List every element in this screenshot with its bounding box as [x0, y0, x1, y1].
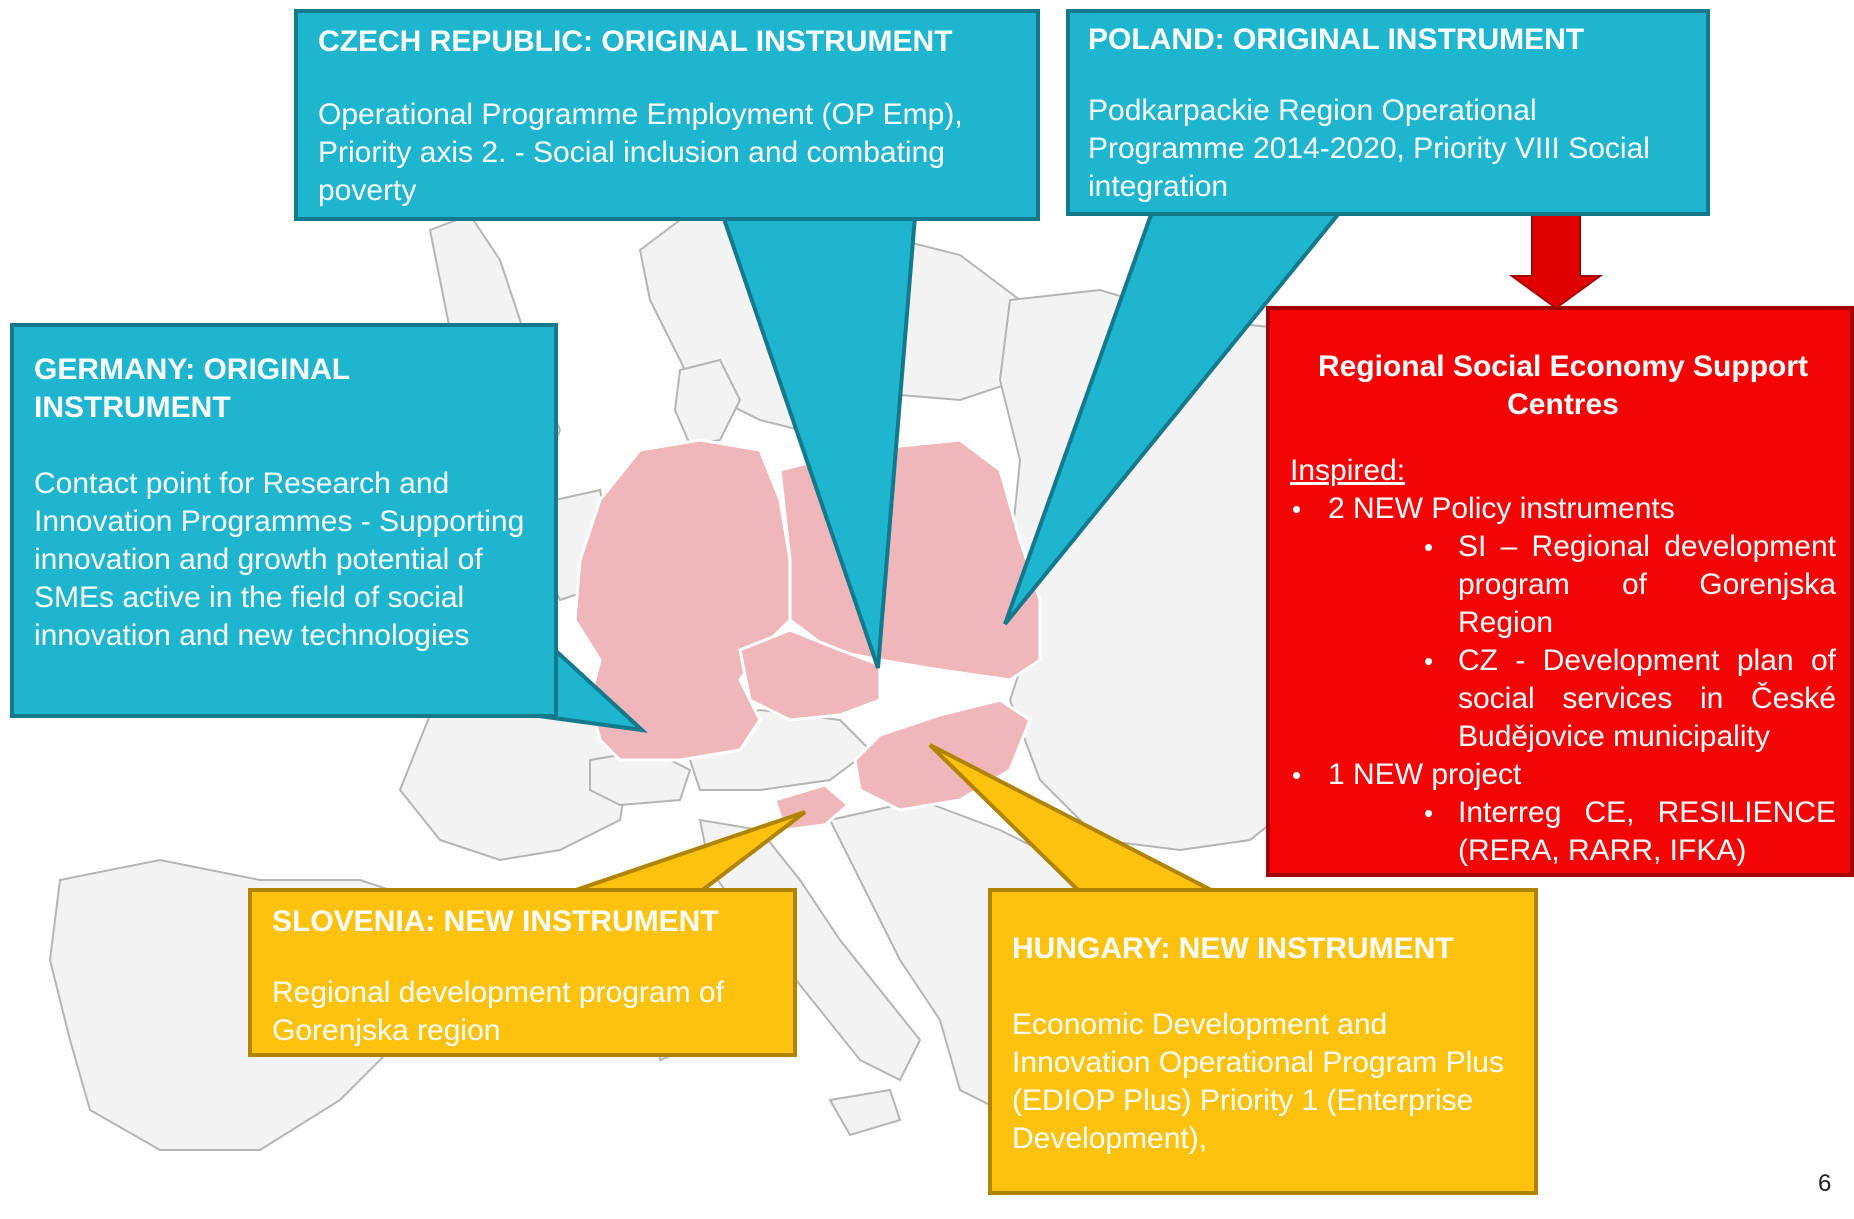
- hungary-title: HUNGARY: NEW INSTRUMENT: [1012, 932, 1454, 965]
- slovenia-callout: SLOVENIA: NEW INSTRUMENT Regional develo…: [248, 888, 797, 1057]
- hungary-callout: HUNGARY: NEW INSTRUMENT Economic Develop…: [988, 888, 1538, 1195]
- down-arrow: [1508, 211, 1604, 310]
- result-sublist: SI – Regional development program of Gor…: [1328, 528, 1836, 756]
- czech-callout: CZECH REPUBLIC: ORIGINAL INSTRUMENT Oper…: [294, 9, 1040, 221]
- germany-title: GERMANY: ORIGINAL INSTRUMENT: [34, 353, 350, 424]
- result-subitem: SI – Regional development program of Gor…: [1424, 528, 1836, 642]
- result-item-label: 2 NEW Policy instruments: [1328, 492, 1675, 525]
- result-subitem: Interreg CE, RESILIENCE (RERA, RARR, IFK…: [1424, 794, 1836, 870]
- slovenia-pointer: [569, 810, 807, 894]
- slovenia-title: SLOVENIA: NEW INSTRUMENT: [272, 905, 719, 938]
- czech-body: Operational Programme Employment (OP Emp…: [318, 98, 963, 207]
- result-subitem: CZ - Development plan of social services…: [1424, 642, 1836, 756]
- czech-pointer: [720, 214, 918, 669]
- country-czech: [738, 628, 882, 722]
- result-list: 2 NEW Policy instruments SI – Regional d…: [1290, 490, 1836, 870]
- result-box: Regional Social Economy Support Centres …: [1266, 306, 1854, 877]
- germany-callout: GERMANY: ORIGINAL INSTRUMENT Contact poi…: [10, 323, 558, 718]
- hungary-pointer: [928, 743, 1216, 894]
- slovenia-body: Regional development program of Gorenjsk…: [272, 976, 724, 1047]
- poland-callout: POLAND: ORIGINAL INSTRUMENT Podkarpackie…: [1066, 9, 1710, 216]
- result-sublist: Interreg CE, RESILIENCE (RERA, RARR, IFK…: [1328, 794, 1836, 870]
- page-number: 6: [1818, 1170, 1832, 1197]
- land-sicily: [828, 1088, 902, 1137]
- inspired-label: Inspired:: [1290, 454, 1406, 487]
- result-item: 1 NEW project Interreg CE, RESILIENCE (R…: [1290, 756, 1836, 870]
- hungary-body: Economic Development and Innovation Oper…: [1012, 1008, 1504, 1155]
- poland-title: POLAND: ORIGINAL INSTRUMENT: [1088, 23, 1585, 56]
- result-item-label: 1 NEW project: [1328, 758, 1522, 791]
- germany-body: Contact point for Research and Innovatio…: [34, 467, 525, 652]
- result-title: Regional Social Economy Support Centres: [1317, 350, 1809, 421]
- result-item: 2 NEW Policy instruments SI – Regional d…: [1290, 490, 1836, 756]
- land-denmark: [673, 358, 742, 447]
- czech-title: CZECH REPUBLIC: ORIGINAL INSTRUMENT: [318, 25, 953, 58]
- country-germany: [573, 438, 792, 762]
- poland-body: Podkarpackie Region Operational Programm…: [1088, 94, 1650, 203]
